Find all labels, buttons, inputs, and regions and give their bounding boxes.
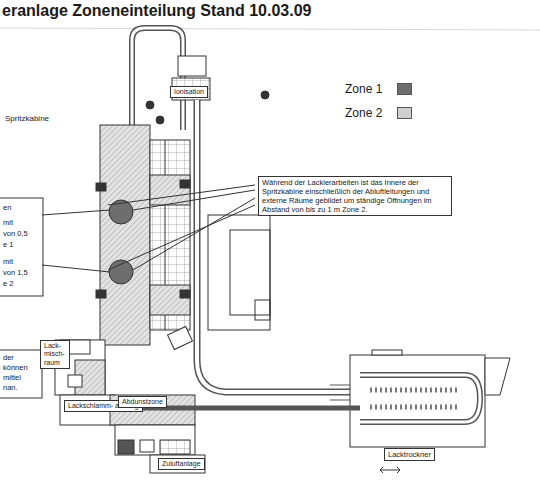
- note-fragment: mit: [3, 258, 13, 266]
- callout-box: Während der Lackierarbeiten ist das Inne…: [258, 176, 452, 216]
- legend-swatch: [397, 107, 412, 119]
- area-label-box: Lack- misch- raum: [40, 340, 70, 369]
- box-text: Zuluftanlage: [162, 460, 201, 468]
- diagram-title: eranlage Zoneneinteilung Stand 10.03.09: [2, 2, 311, 20]
- note-fragment: en: [3, 204, 11, 212]
- area-label-box: Zuluftanlage: [158, 458, 205, 470]
- legend-text: Zone 2: [345, 106, 382, 120]
- note-fragment: von 0,5: [3, 230, 28, 238]
- area-label-box: Abdunstzone: [118, 396, 167, 408]
- note-fragment: mittel: [3, 374, 21, 382]
- box-text: Lack- misch- raum: [44, 342, 66, 367]
- area-label-box: Ionisation: [170, 86, 208, 98]
- note-fragment: e 2: [3, 280, 13, 288]
- note-fragment: e 1: [3, 241, 13, 249]
- note-fragment: von 1,5: [3, 269, 28, 277]
- box-text: Während der Lackierarbeiten ist das Inne…: [262, 178, 448, 214]
- box-text: Abdunstzone: [122, 398, 163, 406]
- box-text: Ionisation: [174, 88, 204, 96]
- note-fragment: nan.: [3, 384, 18, 392]
- note-fragment: der: [3, 354, 14, 362]
- area-label: Spritzkabine: [4, 115, 50, 124]
- legend-swatch: [397, 83, 412, 95]
- note-fragment: können: [3, 364, 28, 372]
- legend-text: Zone 1: [345, 82, 382, 96]
- area-label-box: Lacktrockner: [384, 448, 435, 461]
- box-text: Lacktrockner: [388, 450, 431, 459]
- note-fragment: mit: [3, 219, 13, 227]
